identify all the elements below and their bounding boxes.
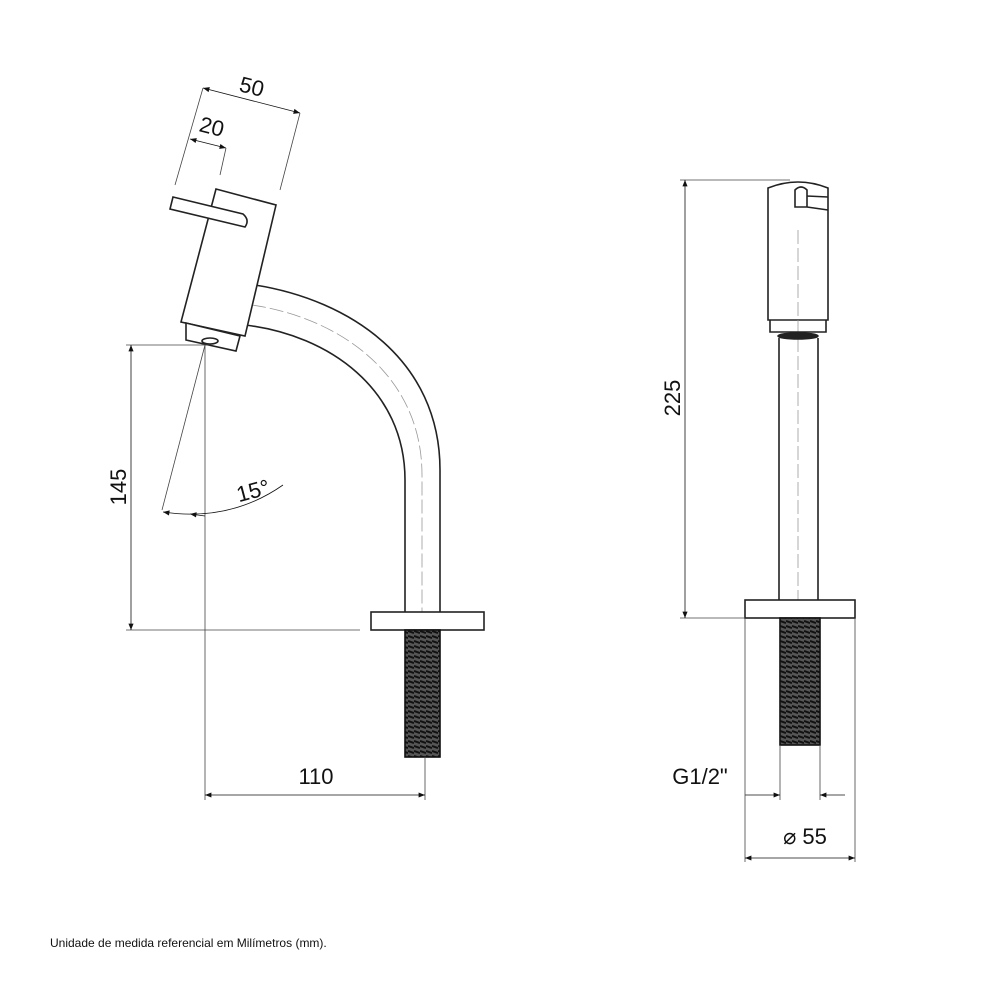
collar bbox=[769, 320, 827, 333]
nozzle-outlet bbox=[201, 337, 219, 345]
valve-body bbox=[180, 188, 277, 337]
dim-spout-angle: 15° bbox=[234, 474, 273, 507]
base-plate bbox=[370, 611, 485, 631]
dim-spout-height: 145 bbox=[106, 469, 131, 506]
base-plate-front bbox=[744, 599, 856, 619]
dim-base-diameter: ⌀ 55 bbox=[783, 824, 827, 849]
front-view bbox=[744, 181, 856, 746]
lever-handle bbox=[169, 196, 248, 228]
dim-lever-depth: 50 bbox=[237, 72, 267, 102]
dim-spout-reach: 110 bbox=[298, 764, 333, 789]
dim-total-height: 225 bbox=[660, 380, 685, 417]
dim-thread: G1/2" bbox=[672, 764, 728, 789]
pipe-centerline bbox=[251, 304, 423, 612]
front-view-dimensions bbox=[680, 179, 856, 862]
dim-lever-offset: 20 bbox=[197, 112, 227, 142]
nozzle bbox=[185, 321, 241, 352]
spout-pipe-outer bbox=[254, 284, 441, 612]
side-view bbox=[169, 188, 485, 758]
spout-pipe-inner bbox=[244, 324, 406, 612]
threaded-shank-front bbox=[779, 617, 821, 746]
lever-front bbox=[794, 186, 829, 211]
units-note: Unidade de medida referencial em Milímet… bbox=[50, 936, 327, 950]
threaded-shank bbox=[404, 629, 441, 758]
side-view-dimensions bbox=[126, 87, 426, 800]
